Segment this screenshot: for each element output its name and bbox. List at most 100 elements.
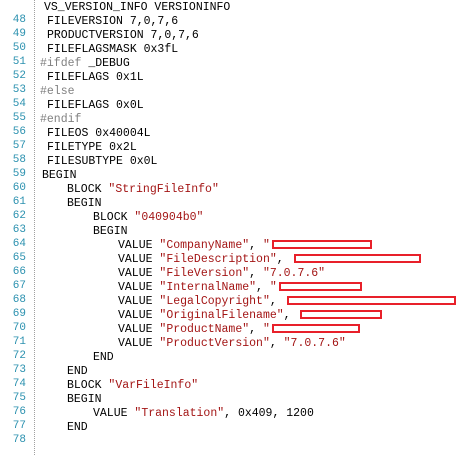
- code-text: BEGIN: [67, 197, 102, 210]
- code-line[interactable]: 72 VALUE "ProductVersion", "7.0.7.6": [0, 337, 474, 362]
- code-line[interactable]: 61 BLOCK "StringFileInfo": [0, 183, 474, 208]
- code-line[interactable]: 77 VALUE "Translation", 0x409, 1200: [0, 407, 474, 432]
- code-text: VS_VERSION_INFO VERSIONINFO: [44, 1, 231, 14]
- code-line[interactable]: 57 FILEOS 0x40004L: [0, 127, 474, 152]
- code-line[interactable]: 54 #else: [0, 85, 474, 110]
- code-keyword: VALUE: [118, 337, 153, 350]
- code-text: , 0x409, 1200: [224, 407, 314, 420]
- string-literal: "ProductName": [159, 323, 250, 336]
- redaction-box: [286, 296, 456, 306]
- comma: ,: [269, 295, 277, 308]
- redaction-box: [293, 254, 421, 264]
- string-literal: "VarFileInfo": [108, 379, 199, 392]
- code-line[interactable]: 60 BEGIN: [0, 169, 474, 194]
- line-number: 53: [12, 84, 26, 96]
- code-line[interactable]: 48 VS_VERSION_INFO VERSIONINFO: [0, 1, 474, 26]
- comma: ,: [256, 281, 263, 294]
- line-number: 70: [12, 322, 26, 334]
- string-literal: "Translation": [134, 407, 225, 420]
- code-text: END: [67, 365, 88, 378]
- code-keyword: VALUE: [118, 295, 153, 308]
- code-line[interactable]: 49 FILEVERSION 7,0,7,6: [0, 15, 474, 40]
- line-number: 67: [12, 280, 26, 292]
- code-line[interactable]: 50 PRODUCTVERSION 7,0,7,6: [0, 29, 474, 54]
- string-literal: "7.0.7.6": [283, 337, 346, 350]
- string-literal: "CompanyName": [159, 239, 250, 252]
- code-text: FILEFLAGS 0x0L: [47, 99, 144, 112]
- code-line[interactable]: 65 VALUE "CompanyName", ": [0, 239, 474, 264]
- code-text: BEGIN: [67, 393, 102, 406]
- comma: ,: [283, 309, 291, 322]
- preprocessor-directive: #ifdef: [40, 57, 82, 70]
- string-literal: "OriginalFilename": [159, 309, 284, 322]
- line-number: 75: [12, 392, 26, 404]
- code-line[interactable]: 51 FILEFLAGSMASK 0x3fL: [0, 43, 474, 68]
- line-number-gutter: [0, 0, 28, 455]
- line-number: 52: [12, 70, 26, 82]
- code-line[interactable]: 74 END: [0, 365, 474, 390]
- code-line[interactable]: 76 BEGIN: [0, 393, 474, 418]
- code-line[interactable]: 68 VALUE "InternalName", ": [0, 281, 474, 306]
- code-line[interactable]: 69 VALUE "LegalCopyright",: [0, 295, 474, 320]
- preprocessor-directive: #else: [40, 85, 75, 98]
- line-number: 65: [12, 252, 26, 264]
- code-text: FILEFLAGS 0x1L: [47, 71, 144, 84]
- code-line[interactable]: 62 BEGIN: [0, 197, 474, 222]
- line-number: 54: [12, 98, 26, 110]
- line-number: 57: [12, 140, 26, 152]
- string-literal: "040904b0": [134, 211, 204, 224]
- code-text: PRODUCTVERSION 7,0,7,6: [47, 29, 199, 42]
- code-line[interactable]: 53 FILEFLAGS 0x1L: [0, 71, 474, 96]
- line-number: 59: [12, 168, 26, 180]
- code-line[interactable]: 78 END: [0, 421, 474, 446]
- line-number: 69: [12, 308, 26, 320]
- code-text: FILETYPE 0x2L: [47, 141, 137, 154]
- line-number: 76: [12, 406, 26, 418]
- string-quote: ": [269, 281, 277, 294]
- code-line[interactable]: 71 VALUE "ProductName", ": [0, 323, 474, 348]
- code-keyword: VALUE: [118, 323, 153, 336]
- code-line[interactable]: 63 BLOCK "040904b0": [0, 211, 474, 236]
- code-line[interactable]: 73 END: [0, 351, 474, 376]
- comma: ,: [249, 323, 257, 336]
- code-line[interactable]: 75 BLOCK "VarFileInfo": [0, 379, 474, 404]
- comma: ,: [249, 239, 257, 252]
- code-keyword: VALUE: [118, 253, 153, 266]
- line-number: 61: [12, 196, 26, 208]
- code-line[interactable]: 67 VALUE "FileVersion", "7.0.7.6": [0, 267, 474, 292]
- code-keyword: BLOCK: [67, 379, 102, 392]
- line-number: 71: [12, 336, 26, 348]
- code-text: FILEOS 0x40004L: [47, 127, 151, 140]
- line-number: 49: [12, 28, 26, 40]
- line-number: 56: [12, 126, 26, 138]
- string-literal: "7.0.7.6": [262, 267, 326, 280]
- code-keyword: BLOCK: [67, 183, 102, 196]
- string-quote: ": [262, 239, 270, 252]
- string-literal: "LegalCopyright": [159, 295, 270, 308]
- code-line[interactable]: 66 VALUE "FileDescription",: [0, 253, 474, 278]
- code-line[interactable]: 55 FILEFLAGS 0x0L: [0, 99, 474, 124]
- line-number: 60: [12, 182, 26, 194]
- string-quote: ": [262, 323, 270, 336]
- line-number: 58: [12, 154, 26, 166]
- code-line[interactable]: 70 VALUE "OriginalFilename",: [0, 309, 474, 334]
- code-line[interactable]: 58 FILETYPE 0x2L: [0, 141, 474, 166]
- line-number: 63: [12, 224, 26, 236]
- string-literal: "FileDescription": [159, 253, 277, 266]
- line-number: 66: [12, 266, 26, 278]
- code-keyword: VALUE: [118, 281, 153, 294]
- comma: ,: [249, 267, 257, 280]
- code-line[interactable]: 52 #ifdef _DEBUG: [0, 57, 474, 82]
- code-line[interactable]: 59 FILESUBTYPE 0x0L: [0, 155, 474, 180]
- code-text: BEGIN: [42, 169, 77, 182]
- line-number: 78: [12, 434, 26, 446]
- line-number: 50: [12, 42, 26, 54]
- code-text: FILESUBTYPE 0x0L: [47, 155, 158, 168]
- line-number: 51: [12, 56, 26, 68]
- string-literal: "StringFileInfo": [108, 183, 219, 196]
- code-line[interactable]: 64 BEGIN: [0, 225, 474, 250]
- comma: ,: [269, 337, 277, 350]
- line-number: 74: [12, 378, 26, 390]
- code-line[interactable]: 56 #endif: [0, 113, 474, 138]
